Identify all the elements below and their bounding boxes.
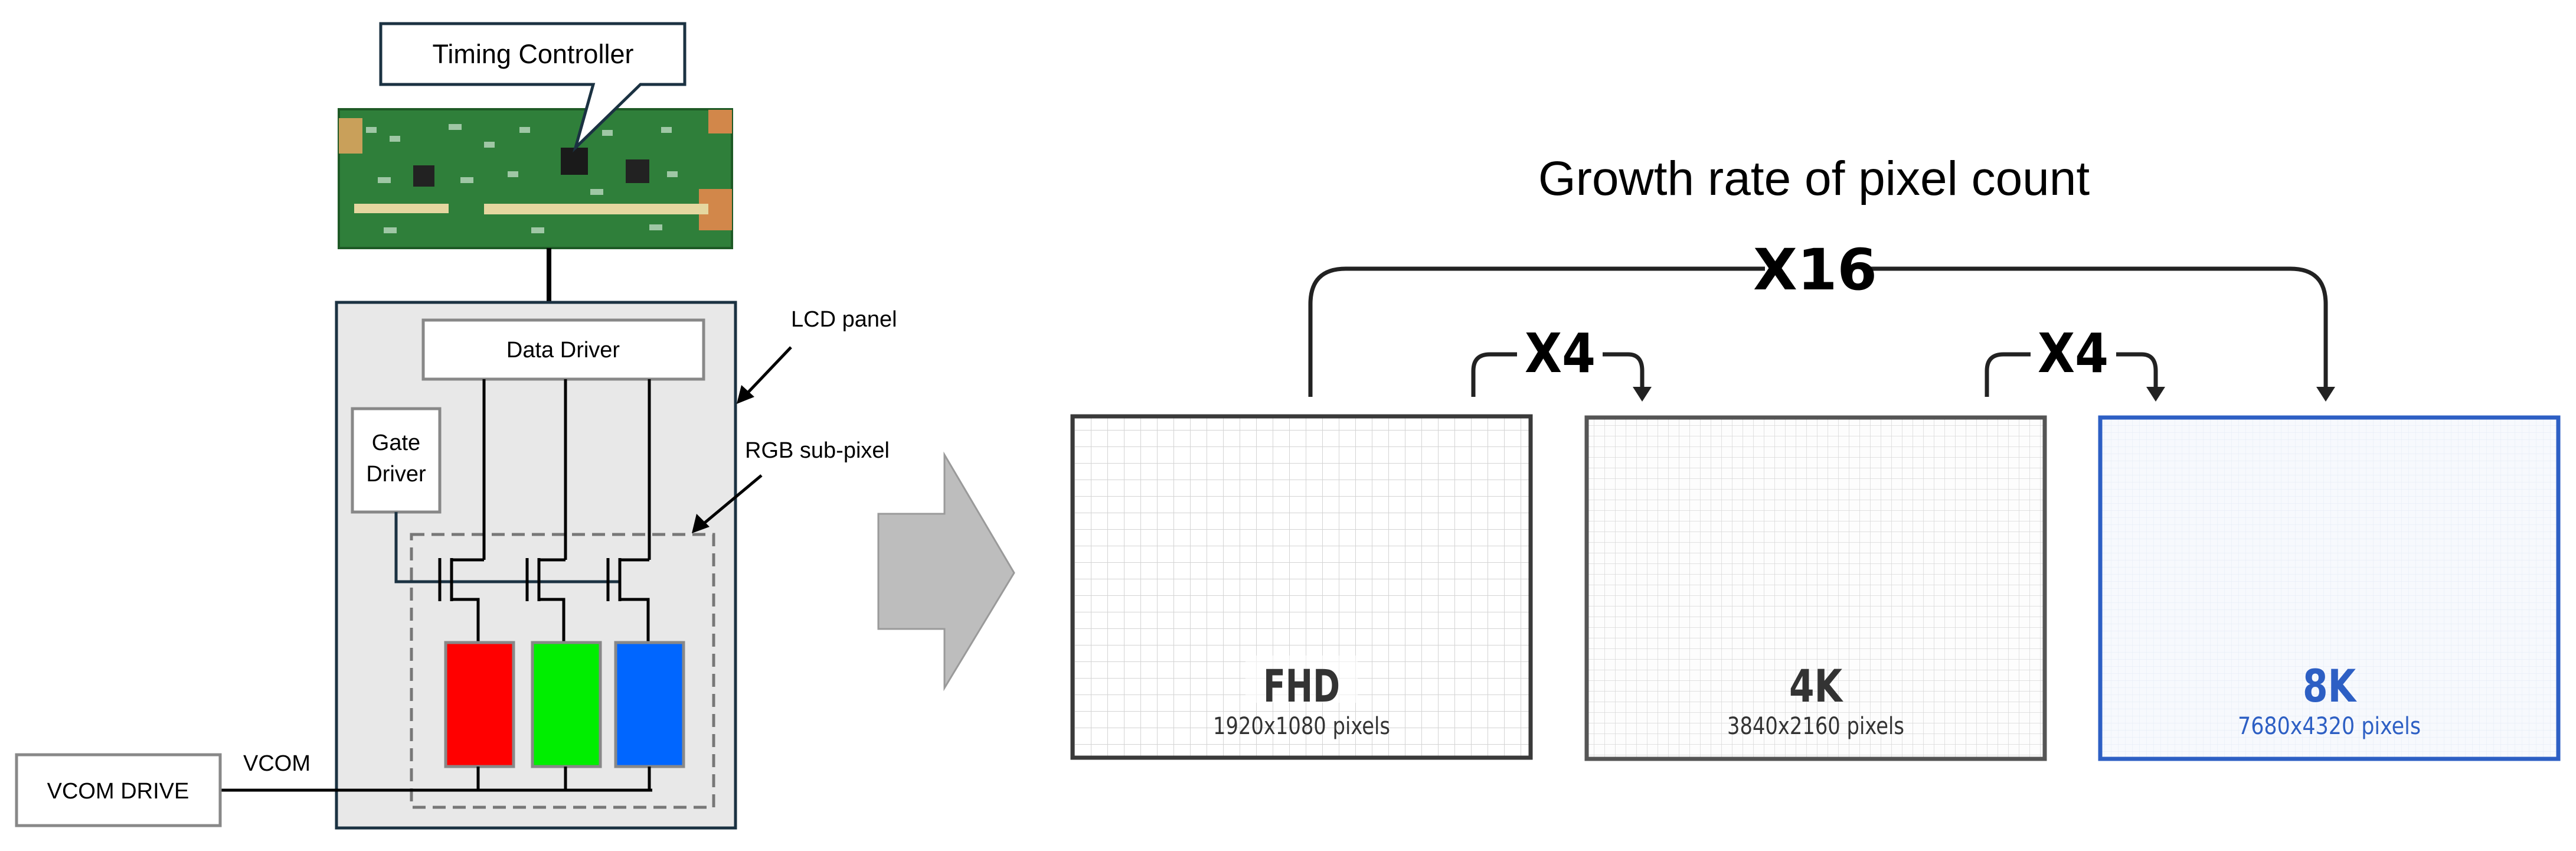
lcd-panel-pointer — [744, 346, 792, 397]
timing-controller-callout: Timing Controller — [379, 22, 687, 153]
tcon-chip — [561, 148, 588, 175]
rgb-subpixel-label: RGB sub-pixel — [745, 438, 890, 463]
vcom-drive-box — [15, 753, 222, 827]
rgb-subpixel-group — [410, 533, 715, 809]
fhd-pixels: 1920x1080 pixels — [1213, 713, 1390, 740]
data-lines — [482, 379, 651, 560]
x4-label-b: X4 — [2038, 322, 2108, 385]
x16-arrowhead — [2316, 387, 2335, 402]
rgb-subpixel-pointer — [700, 474, 763, 527]
8k-screen: 8K 7680x4320 pixels — [2098, 415, 2561, 761]
data-driver-box — [421, 318, 705, 381]
4k-screen: 4K 3840x2160 pixels — [1584, 415, 2047, 761]
rgb-subpixel-arrowhead — [692, 514, 710, 533]
x4-label-a: X4 — [1525, 322, 1596, 385]
fhd-screen: FHD 1920x1080 pixels — [1070, 414, 1533, 760]
lcd-panel-label: LCD panel — [791, 307, 897, 332]
vcom-drive-label: VCOM DRIVE — [47, 779, 189, 804]
4k-pixels: 3840x2160 pixels — [1727, 713, 1904, 740]
8k-name: 8K — [2303, 660, 2357, 712]
lcd-panel-arrowhead — [737, 385, 754, 404]
gate-line — [394, 512, 620, 583]
4k-name: 4K — [1789, 660, 1843, 712]
x16-bracket — [1308, 266, 2328, 397]
fhd-name: FHD — [1263, 660, 1340, 712]
gate-driver-label-2: Driver — [366, 462, 426, 487]
vcom-bus — [475, 767, 652, 792]
growth-title: Growth rate of pixel count — [1538, 152, 2090, 206]
x4-arrowhead-b — [2146, 387, 2165, 402]
timing-controller-pcb — [338, 108, 733, 249]
tft-transistors — [438, 558, 650, 643]
x4-bracket-a — [1471, 352, 1645, 397]
x4-arrowhead-a — [1633, 387, 1652, 402]
vcom-label: VCOM — [243, 751, 310, 776]
timing-controller-label: Timing Controller — [433, 39, 634, 69]
transition-arrow — [877, 451, 1015, 692]
gate-driver-label-1: Gate — [372, 431, 420, 455]
x16-label: X16 — [1753, 237, 1877, 303]
x4-bracket-b — [1985, 352, 2158, 397]
8k-pixels: 7680x4320 pixels — [2238, 713, 2421, 740]
data-driver-label: Data Driver — [506, 338, 620, 363]
gate-driver-box — [351, 407, 442, 514]
red-subpixel — [444, 641, 515, 768]
blue-subpixel — [614, 641, 685, 768]
green-subpixel — [531, 641, 602, 768]
